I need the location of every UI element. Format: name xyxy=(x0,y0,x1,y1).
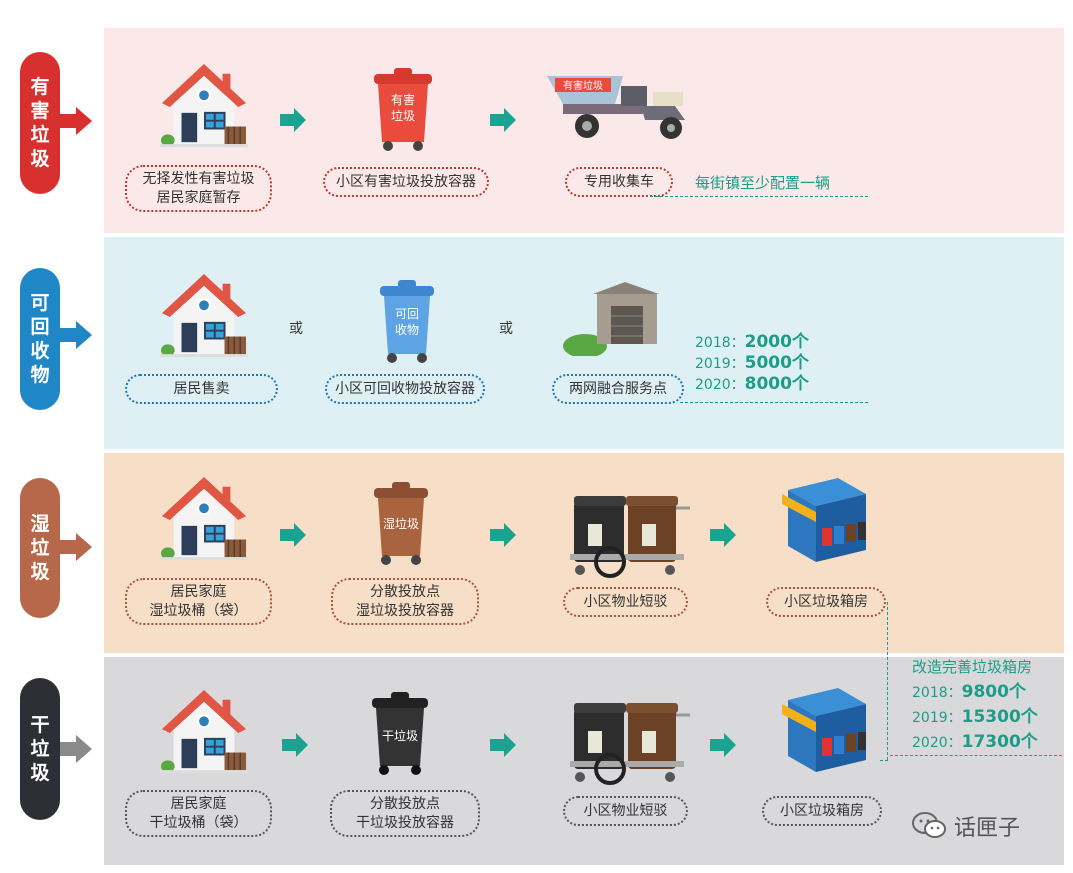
or-text: 或 xyxy=(499,321,513,337)
recyclable-station-label: 两网融合服务点 xyxy=(552,374,684,404)
wet-tag-stem xyxy=(55,540,77,554)
recyclable-tag-arrow xyxy=(76,321,92,349)
wet-room-label: 小区垃圾箱房 xyxy=(766,587,886,617)
service-station-icon xyxy=(563,282,659,356)
stat-row: 2020：8000个 xyxy=(695,374,809,394)
svg-text:收物: 收物 xyxy=(395,323,419,337)
arrow-icon xyxy=(490,523,516,547)
hazardous-home-label: 无择发性有害垃圾居民家庭暂存 xyxy=(125,165,272,212)
recyclable-tag-stem xyxy=(55,328,77,342)
arrow-icon xyxy=(490,733,516,757)
recyclable-home-label: 居民售卖 xyxy=(125,374,278,404)
wet-tag-arrow xyxy=(76,533,92,561)
arrow-icon xyxy=(280,523,306,547)
shuttle-cart-icon xyxy=(570,695,690,785)
svg-text:垃圾: 垃圾 xyxy=(391,108,415,123)
house-icon xyxy=(160,688,248,776)
stat-row: 2018：9800个 xyxy=(912,682,1026,702)
dry-room-label: 小区垃圾箱房 xyxy=(762,796,882,826)
dry-home-label: 居民家庭干垃圾桶（袋） xyxy=(125,790,272,837)
dry-tag-stem xyxy=(55,742,77,756)
stat-row: 2020：17300个 xyxy=(912,732,1038,752)
dry-bin-label: 分散投放点干垃圾投放容器 xyxy=(330,790,480,837)
black-bin-icon: 干垃圾 xyxy=(372,692,428,775)
room-upgrade-stats: 2018：9800个 2019：15300个 2020：17300个 xyxy=(912,680,1038,755)
svg-text:有害垃圾: 有害垃圾 xyxy=(563,79,603,92)
collection-cart-icon: 有害垃圾 xyxy=(547,76,685,139)
recyclable-stats-line xyxy=(680,402,868,403)
or-text: 或 xyxy=(289,321,303,337)
dry-tag: 干垃圾 xyxy=(20,678,60,820)
stat-row: 2018：2000个 xyxy=(695,332,809,352)
hazardous-tag-arrow xyxy=(76,107,92,135)
hazardous-tag: 有害垃圾 xyxy=(20,52,60,194)
arrow-icon xyxy=(710,523,736,547)
hazardous-note-line xyxy=(650,196,868,197)
wet-home-label: 居民家庭湿垃圾桶（袋） xyxy=(125,578,272,625)
house-icon xyxy=(160,475,248,563)
brown-bin-icon: 湿垃圾 xyxy=(374,482,428,565)
house-icon xyxy=(160,272,248,360)
svg-text:湿垃圾: 湿垃圾 xyxy=(383,516,419,531)
arrow-icon xyxy=(710,733,736,757)
recyclable-stats: 2018：2000个 2019：5000个 2020：8000个 xyxy=(695,332,809,395)
wet-bin-label: 分散投放点湿垃圾投放容器 xyxy=(331,578,479,625)
wet-tag: 湿垃圾 xyxy=(20,478,60,618)
stat-row: 2019：15300个 xyxy=(912,707,1038,727)
hazardous-note: 每街镇至少配置一辆 xyxy=(695,174,831,192)
shuttle-cart-icon xyxy=(570,488,690,578)
svg-text:可回: 可回 xyxy=(395,307,419,321)
watermark-text: 话匣子 xyxy=(954,816,1021,841)
blue-bin-icon: 可回 收物 xyxy=(380,280,434,363)
svg-text:干垃圾: 干垃圾 xyxy=(382,728,418,743)
upgrade-stats-line xyxy=(890,755,1062,756)
room-connector-bottom xyxy=(880,760,888,761)
arrow-icon xyxy=(490,108,516,132)
room-upgrade-title: 改造完善垃圾箱房 xyxy=(912,658,1033,676)
room-connector-line xyxy=(887,602,888,760)
stat-row: 2019：5000个 xyxy=(695,353,809,373)
hazardous-cart-label: 专用收集车 xyxy=(565,167,673,197)
recyclable-bin-label: 小区可回收物投放容器 xyxy=(325,374,485,404)
wechat-icon xyxy=(912,812,946,838)
garbage-room-icon xyxy=(778,686,868,776)
house-icon xyxy=(160,62,248,150)
recyclable-tag: 可回收物 xyxy=(20,268,60,410)
hazardous-bin-label: 小区有害垃圾投放容器 xyxy=(323,167,489,197)
arrow-icon xyxy=(282,733,308,757)
dry-shuttle-label: 小区物业短驳 xyxy=(563,796,688,826)
svg-text:有害: 有害 xyxy=(391,92,415,107)
dry-tag-arrow xyxy=(76,735,92,763)
watermark: 话匣子 xyxy=(912,810,1020,842)
hazardous-tag-stem xyxy=(55,114,77,128)
red-bin-icon: 有害 垃圾 xyxy=(374,68,432,151)
garbage-room-icon xyxy=(778,476,868,566)
arrow-icon xyxy=(280,108,306,132)
wet-shuttle-label: 小区物业短驳 xyxy=(563,587,688,617)
